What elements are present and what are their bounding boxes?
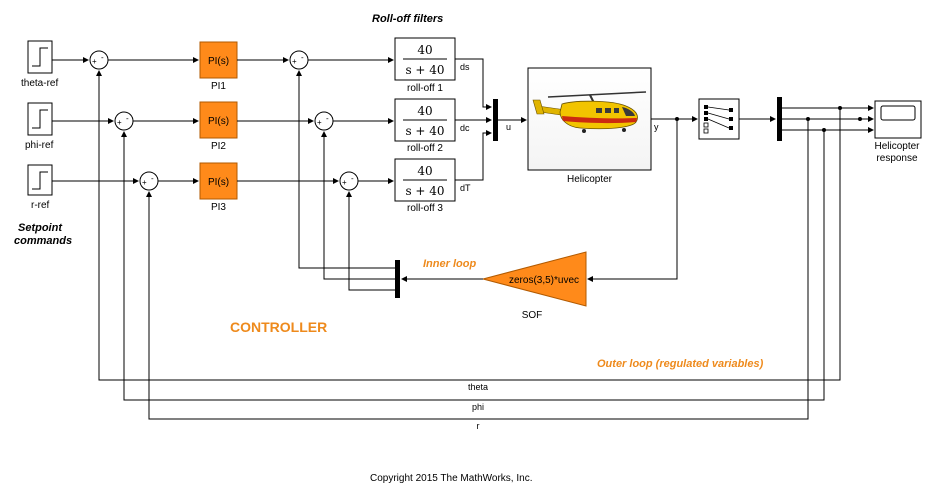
copyright-text: Copyright 2015 The MathWorks, Inc. [370,473,533,484]
helicopter-icon [532,91,647,133]
rolloff-label-2: roll-off 2 [407,143,443,154]
rolloff-denominator: s + 40 [405,63,444,77]
feedback-label-theta: theta [468,382,488,392]
pi-block-label-3: PI3 [211,202,226,213]
sum-sign-plus: + [317,118,322,127]
step-icon [32,171,48,190]
helicopter-label: Helicopter [567,174,613,185]
source-label-theta-ref: theta-ref [21,78,58,89]
source-phi-ref[interactable] [27,102,53,136]
signal-label-y: y [654,122,659,132]
sum-sign-minus: - [326,114,329,123]
rolloff-denominator: s + 40 [405,184,444,198]
rolloff-label-3: roll-off 3 [407,203,443,214]
sum-sign-plus: + [342,178,347,187]
sof-label: SOF [522,310,543,321]
inner-demux[interactable] [395,260,400,298]
sum-r-inner[interactable]: + - [339,171,359,191]
feedback-label-phi: phi [472,402,484,412]
pi-block-text: PI(s) [208,116,229,127]
signal-label-dT: dT [460,183,471,193]
pi-block-3[interactable]: PI(s) [199,162,238,200]
sof-gain-block[interactable]: zeros(3,5)*uvec [481,251,587,307]
sum-sign-plus: + [142,178,147,187]
rolloff-label-1: roll-off 1 [407,83,443,94]
pi-block-2[interactable]: PI(s) [199,101,238,139]
rolloff-filters-title: Roll-off filters [372,13,443,25]
setpoint-title-line2: commands [14,235,72,247]
rolloff-denominator: s + 40 [405,124,444,138]
source-r-ref[interactable] [27,164,53,196]
helicopter-block[interactable] [527,67,652,171]
rolloff-numerator: 40 [417,164,432,178]
signal-label-ds: ds [460,62,470,72]
outer-loop-label: Outer loop (regulated variables) [597,358,764,370]
scope-label-line1: Helicopter [874,141,920,152]
sum-sign-minus: - [101,53,104,62]
pi-block-label-1: PI1 [211,81,226,92]
pi-block-1[interactable]: PI(s) [199,41,238,79]
sum-sign-minus: - [151,174,154,183]
setpoint-title-line1: Setpoint [18,222,63,234]
scope-screen-icon [880,105,916,121]
sum-sign-minus: - [351,174,354,183]
pi-block-text: PI(s) [208,177,229,188]
scope-label-line2: response [876,153,918,164]
sum-sign-plus: + [92,57,97,66]
signal-label-dc: dc [460,123,470,133]
sum-phi-inner[interactable]: + - [314,111,334,131]
rolloff-block-2[interactable]: 40 s + 40 [394,98,456,142]
step-icon [32,47,48,67]
sum-theta-inner[interactable]: + - [289,50,309,70]
sum-theta-outer[interactable]: + - [89,50,109,70]
inner-loop-label: Inner loop [423,258,476,270]
sum-sign-plus: + [292,57,297,66]
wires [52,57,874,420]
rolloff-block-3[interactable]: 40 s + 40 [394,158,456,202]
source-label-r-ref: r-ref [31,200,50,211]
sof-gain-text: zeros(3,5)*uvec [509,275,579,286]
rolloff-numerator: 40 [417,104,432,118]
rolloff-block-1[interactable]: 40 s + 40 [394,37,456,81]
demux-block[interactable] [777,97,782,141]
source-theta-ref[interactable] [27,40,53,74]
sum-r-outer[interactable]: + - [139,171,159,191]
selector-block[interactable] [698,98,740,140]
sum-sign-plus: + [117,118,122,127]
rolloff-numerator: 40 [417,43,432,57]
sum-sign-minus: - [126,114,129,123]
feedback-label-r: r [477,421,480,431]
step-icon [32,109,48,129]
mux-u[interactable] [493,99,498,141]
controller-label: CONTROLLER [230,319,327,335]
signal-label-u: u [506,122,511,132]
scope-block[interactable] [874,100,922,139]
sum-phi-outer[interactable]: + - [114,111,134,131]
source-label-phi-ref: phi-ref [25,140,54,151]
pi-block-label-2: PI2 [211,141,226,152]
sum-sign-minus: - [301,53,304,62]
pi-block-text: PI(s) [208,56,229,67]
